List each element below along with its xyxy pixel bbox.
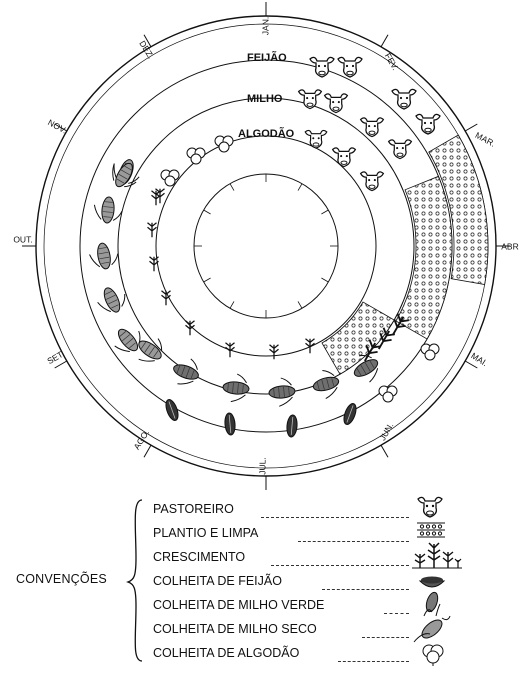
month-label-mar: MAR. [474, 130, 497, 149]
legend-item-colheita-milho-seco: COLHEITA DE MILHO SECO [153, 622, 317, 636]
inner-tick [230, 184, 234, 191]
green-corn-icon [169, 354, 203, 389]
legend-item-colheita-feijao: COLHEITA DE FEIJÃO [153, 574, 282, 588]
growth-sprout-icon [306, 339, 315, 353]
growth-icon [412, 540, 462, 570]
ring-circle [194, 174, 338, 318]
cattle-icon [416, 114, 440, 134]
inner-tick [321, 278, 328, 282]
growth-sprout-icon [226, 343, 235, 357]
month-label-abr: ABR [501, 241, 518, 251]
month-label-ago: AGO. [131, 428, 151, 451]
cattle-icon [338, 57, 362, 77]
cotton-icon [161, 170, 179, 186]
activity-marks [88, 57, 488, 437]
legend-leader [338, 661, 409, 662]
inner-tick [321, 210, 328, 214]
cotton-icon [421, 344, 439, 360]
legend: CONVENÇÕES PASTOREIRO PLANTIO E LIMPA CR… [0, 490, 522, 670]
inner-tick [204, 278, 211, 282]
growth-sprout-icon [152, 191, 161, 205]
bean-harvest-icon [224, 413, 236, 436]
inner-tick [204, 210, 211, 214]
month-label-fev: FEV. [383, 51, 401, 72]
month-label-nov: NOV. [46, 117, 68, 135]
inner-tick [230, 301, 234, 308]
cattle-icon [305, 130, 327, 148]
dry-corn-icon [88, 241, 120, 271]
cattle-icon [414, 494, 446, 520]
legend-leader [384, 613, 409, 614]
cattle-icon [392, 89, 416, 109]
month-label-dez: DEZ. [137, 39, 156, 61]
green-corn-icon [222, 373, 250, 403]
cattle-icon [333, 148, 356, 167]
cotton-icon [420, 642, 446, 666]
growth-sprout-icon [148, 223, 157, 237]
cattle-icon [325, 94, 348, 113]
month-tick [144, 445, 151, 457]
planting-band-algodao [322, 302, 394, 374]
bean-harvest-icon [342, 402, 359, 426]
legend-item-colheita-milho-verde: COLHEITA DE MILHO VERDE [153, 598, 324, 612]
cattle-icon [299, 90, 322, 109]
ring-label-feijao: FEIJÃO [247, 51, 287, 64]
green-corn-icon [310, 367, 342, 401]
dry-corn-icon [412, 614, 452, 644]
dry-corn-icon [105, 157, 142, 194]
month-label-out: OUT. [13, 234, 32, 244]
legend-leader [261, 517, 409, 518]
legend-item-plantio: PLANTIO E LIMPA [153, 526, 258, 540]
dry-corn-icon [93, 196, 123, 224]
ring-circle [80, 60, 452, 432]
month-label-jun: JUN. [377, 421, 395, 442]
legend-item-crescimento: CRESCIMENTO [153, 550, 245, 564]
planting-band-milho [396, 176, 452, 339]
legend-leader [362, 637, 409, 638]
planting-icon [416, 520, 446, 540]
cattle-icon [361, 118, 384, 137]
month-tick [381, 445, 388, 457]
month-tick [465, 124, 477, 131]
green-corn-icon [268, 377, 296, 407]
cattle-icon [389, 140, 412, 159]
month-label-jan: JAN. [260, 17, 270, 35]
cotton-icon [215, 136, 233, 152]
inner-tick [298, 184, 302, 191]
growth-sprout-icon [270, 345, 279, 359]
agricultural-calendar: JAN. FEV. MAR. ABR MAI. JUN. JUL. AGO. S… [0, 0, 522, 490]
legend-leader [298, 541, 409, 542]
cotton-icon [187, 148, 205, 164]
cattle-icon [361, 172, 384, 191]
dry-corn-icon [94, 282, 130, 317]
month-tick [381, 35, 388, 47]
ring-label-algodao: ALGODÃO [238, 127, 295, 140]
legend-leader [322, 589, 409, 590]
cotton-icon [379, 386, 397, 402]
bean-bowl-icon [418, 575, 446, 591]
legend-item-colheita-algodao: COLHEITA DE ALGODÃO [153, 646, 299, 660]
month-label-jul: JUL. [257, 457, 267, 474]
bean-harvest-icon [286, 415, 298, 438]
legend-brace [126, 498, 148, 663]
cattle-icon [310, 57, 334, 77]
legend-title: CONVENÇÕES [16, 572, 107, 586]
ring-label-milho: MILHO [247, 93, 283, 105]
inner-tick [298, 301, 302, 308]
legend-item-pastoreiro: PASTOREIRO [153, 502, 234, 516]
legend-leader [271, 565, 409, 566]
